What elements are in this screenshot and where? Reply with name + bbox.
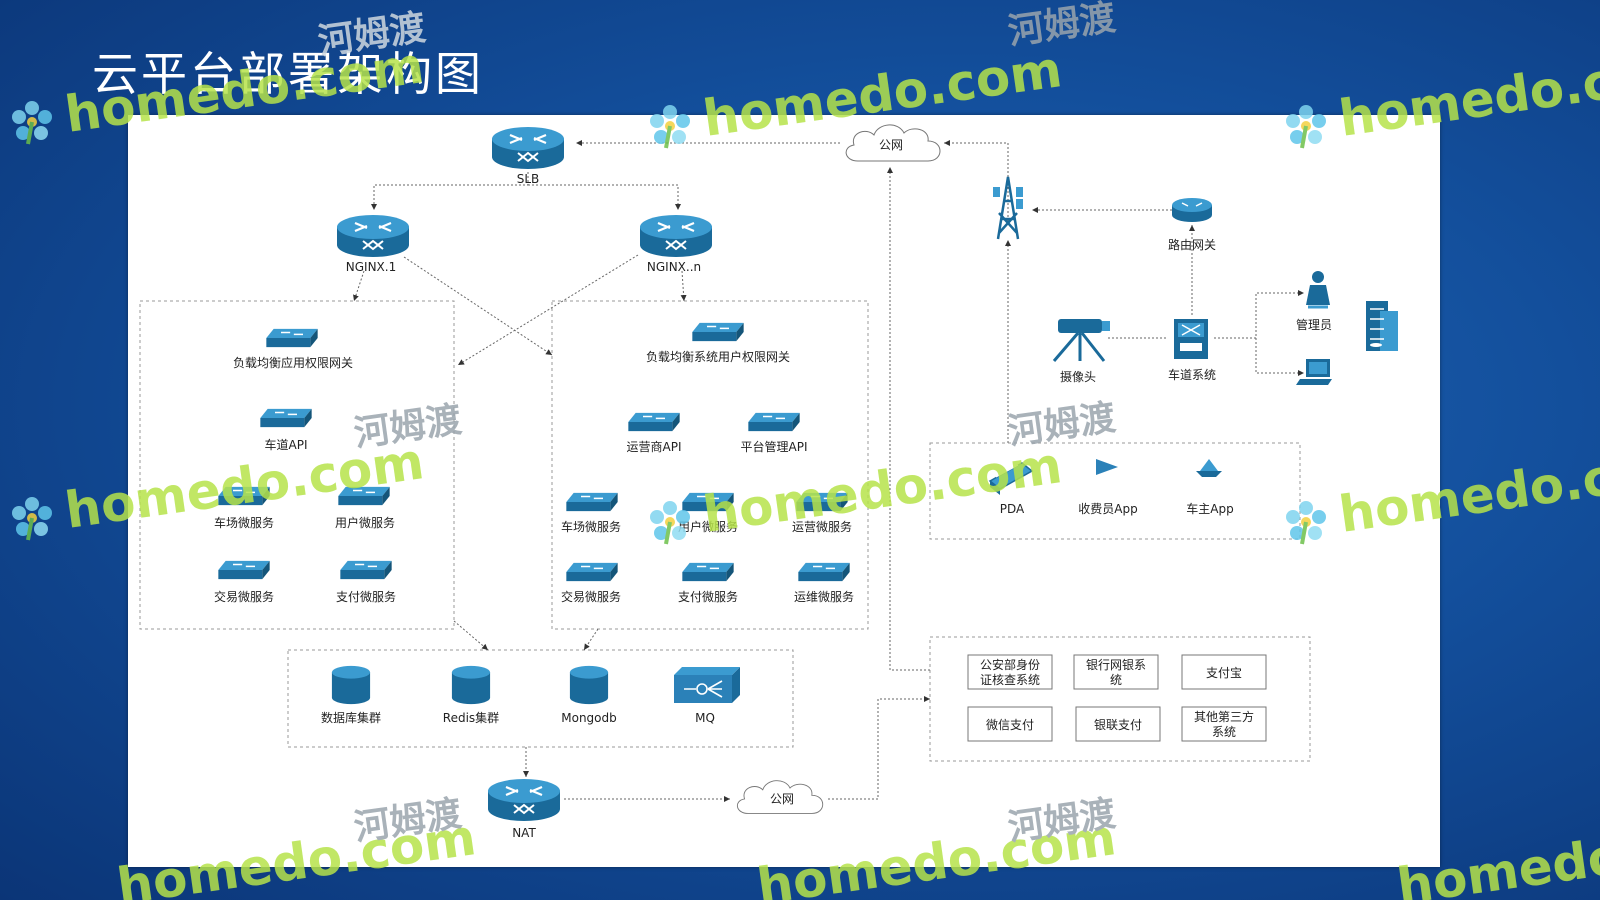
platform-api-switch-icon — [747, 412, 801, 432]
right-user-service-icon — [681, 492, 735, 512]
connectors — [353, 140, 1304, 802]
right-service-group — [551, 300, 869, 630]
svg-text:支付宝: 支付宝 — [1206, 666, 1242, 680]
right-trade-service-label: 交易微服务 — [561, 589, 621, 604]
nginx1-label: NGINX.1 — [346, 260, 396, 274]
route-gateway-label: 路由网关 — [1168, 237, 1216, 252]
left-trade-service-icon — [217, 560, 271, 580]
svg-text:证核查系统: 证核查系统 — [980, 673, 1040, 687]
lane-api-label: 车道API — [265, 437, 308, 452]
third-party-alipay-box: 支付宝 — [1181, 654, 1267, 690]
nginxn-router-icon — [638, 213, 714, 259]
watermark-flower-icon — [10, 99, 54, 146]
desktop-computer-icon — [1296, 359, 1332, 385]
left-parking-service-label: 车场微服务 — [214, 515, 274, 530]
left-gateway-label: 负载均衡应用权限网关 — [233, 355, 353, 370]
left-trade-service-label: 交易微服务 — [214, 589, 274, 604]
owner-app-icon — [1196, 459, 1222, 477]
svg-text:银行网银系: 银行网银系 — [1086, 658, 1146, 672]
operation-service-icon — [795, 492, 849, 512]
left-user-service-label: 用户微服务 — [335, 515, 395, 530]
lane-system-label: 车道系统 — [1168, 367, 1216, 382]
third-party-police-box: 公安部身份 证核查系统 — [967, 654, 1053, 690]
redis-cluster-icon — [451, 665, 491, 705]
operator-api-switch-icon — [627, 412, 681, 432]
nginxn-label: NGINX..n — [647, 260, 701, 274]
right-trade-service-icon — [565, 562, 619, 582]
svg-text:银联支付: 银联支付 — [1094, 718, 1142, 732]
public-net-bottom-label: 公网 — [770, 792, 794, 806]
operation-service-label: 运营微服务 — [792, 519, 852, 534]
building-icon — [1366, 301, 1398, 351]
watermark-flower-icon — [10, 495, 54, 542]
maintenance-service-icon — [797, 562, 851, 582]
svg-text:公安部身份: 公安部身份 — [980, 657, 1040, 672]
right-user-service-label: 用户微服务 — [678, 519, 738, 534]
redis-cluster-label: Redis集群 — [443, 710, 499, 725]
nginx1-router-icon — [335, 213, 411, 259]
terminal-app-group — [929, 442, 1301, 540]
architecture-diagram: SLB 公网 NGINX.1 NGINX..n 负载均衡应用权限网关 车道API… — [139, 124, 1398, 840]
right-gateway-label: 负载均衡系统用户权限网关 — [646, 349, 790, 364]
nat-label: NAT — [512, 826, 536, 840]
database-cluster-label: 数据库集群 — [321, 710, 381, 725]
svg-text:其他第三方: 其他第三方 — [1194, 709, 1254, 724]
lane-api-switch-icon — [259, 408, 313, 428]
third-party-other-box: 其他第三方 系统 — [1181, 706, 1267, 742]
third-party-unionpay-box: 银联支付 — [1075, 706, 1161, 742]
signal-tower-icon — [993, 176, 1023, 240]
maintenance-service-label: 运维微服务 — [794, 589, 854, 604]
watermark-brand-text: 河姆渡 — [1006, 0, 1119, 53]
svg-text:系统: 系统 — [1212, 725, 1236, 739]
mongodb-icon — [569, 665, 609, 705]
mongodb-label: Mongodb — [561, 711, 617, 725]
right-pay-service-icon — [681, 562, 735, 582]
left-pay-service-label: 支付微服务 — [336, 589, 396, 604]
toll-app-label: 收费员App — [1078, 502, 1137, 516]
owner-app-label: 车主App — [1186, 501, 1233, 516]
page-title: 云平台部署架构图 — [92, 47, 484, 101]
left-parking-service-icon — [217, 486, 271, 506]
third-party-wechat-box: 微信支付 — [967, 706, 1053, 742]
left-user-service-icon — [337, 486, 391, 506]
left-service-group — [139, 300, 455, 630]
right-parking-service-icon — [565, 492, 619, 512]
route-gateway-icon — [1172, 198, 1212, 222]
diagram-canvas: SLB 公网 NGINX.1 NGINX..n 负载均衡应用权限网关 车道API… — [128, 115, 1440, 867]
pda-label: PDA — [1000, 502, 1025, 516]
data-layer-group — [287, 649, 794, 748]
platform-api-label: 平台管理API — [741, 439, 808, 454]
admin-label: 管理员 — [1296, 317, 1332, 332]
mq-label: MQ — [695, 711, 715, 725]
admin-user-icon — [1306, 271, 1330, 309]
database-cluster-icon — [331, 665, 371, 705]
slb-label: SLB — [517, 172, 540, 186]
svg-text:统: 统 — [1110, 673, 1122, 687]
public-net-top-label: 公网 — [879, 138, 903, 152]
camera-icon — [1052, 319, 1110, 362]
lane-system-icon — [1174, 319, 1208, 359]
mq-icon — [674, 667, 740, 703]
right-gateway-switch-icon — [691, 322, 745, 342]
right-parking-service-label: 车场微服务 — [561, 519, 621, 534]
right-pay-service-label: 支付微服务 — [678, 589, 738, 604]
left-pay-service-icon — [339, 560, 393, 580]
pda-device-icon — [988, 462, 1034, 495]
third-party-bank-box: 银行网银系 统 — [1073, 654, 1159, 690]
left-gateway-switch-icon — [265, 328, 319, 348]
camera-label: 摄像头 — [1060, 369, 1096, 384]
operator-api-label: 运营商API — [627, 439, 682, 454]
slb-router-icon — [490, 125, 566, 171]
nat-router-icon — [486, 777, 562, 823]
svg-text:微信支付: 微信支付 — [986, 718, 1034, 732]
toll-app-icon — [1096, 459, 1118, 475]
